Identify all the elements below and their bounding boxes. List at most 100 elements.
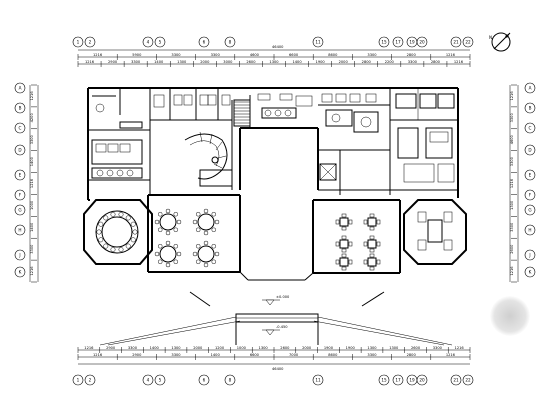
dim-label: 2600 bbox=[246, 60, 256, 64]
axis-bubble bbox=[524, 189, 536, 201]
dim-label: 1300 bbox=[259, 346, 269, 350]
dim-label: 3300 bbox=[367, 53, 377, 57]
axis-label: J bbox=[18, 253, 20, 258]
square-table bbox=[339, 257, 349, 267]
axis-label: F bbox=[529, 193, 532, 198]
entrance-area: ±0.000 -0.450 bbox=[99, 291, 453, 346]
dim-label: 2600 bbox=[411, 346, 421, 350]
right-octagon-room bbox=[403, 199, 467, 265]
dim-label: 1300 bbox=[367, 346, 377, 350]
axis-label: 8 bbox=[229, 378, 232, 383]
dim-label: 6600 bbox=[289, 53, 299, 57]
dim-label: 3000 bbox=[223, 60, 233, 64]
axis-label: A bbox=[19, 86, 22, 91]
axis-bubble bbox=[72, 374, 84, 386]
axis-label: 19 bbox=[409, 40, 415, 45]
axis-bubble bbox=[154, 36, 166, 48]
axis-bubble bbox=[524, 204, 536, 216]
axis-bubble bbox=[154, 374, 166, 386]
axis-label: 17 bbox=[395, 40, 401, 45]
axis-bubble bbox=[462, 374, 474, 386]
dim-label: 1216 bbox=[446, 353, 456, 357]
axis-bubble bbox=[524, 102, 536, 114]
square-table bbox=[367, 257, 377, 267]
axis-bubble bbox=[312, 36, 324, 48]
dim-label: 2800 bbox=[431, 60, 441, 64]
axis-label: K bbox=[529, 270, 532, 275]
dim-label: 2600 bbox=[280, 346, 290, 350]
axis-bubble bbox=[142, 36, 154, 48]
square-table bbox=[367, 217, 377, 227]
cafe-tables bbox=[335, 213, 381, 271]
axis-label: 11 bbox=[315, 40, 321, 45]
dim-label: 1000 bbox=[30, 200, 34, 210]
watermark-logo bbox=[490, 296, 530, 336]
round-table bbox=[197, 213, 215, 231]
axis-label: B bbox=[19, 106, 22, 111]
dim-label: 3300 bbox=[211, 53, 221, 57]
dim-label: 3300 bbox=[30, 134, 34, 144]
axis-label: 17 bbox=[395, 378, 401, 383]
dim-label: 5900 bbox=[132, 53, 142, 57]
dim-label: 1400 bbox=[150, 346, 160, 350]
dim-label: 2000 bbox=[339, 60, 349, 64]
axis-label: 21 bbox=[453, 378, 459, 383]
dim-label: 1900 bbox=[316, 60, 326, 64]
axis-label: K bbox=[19, 270, 22, 275]
dim-label: 1216 bbox=[510, 178, 514, 188]
dim-label: 1216 bbox=[30, 91, 34, 101]
dim-label: 1216 bbox=[510, 266, 514, 276]
axis-bubble bbox=[378, 374, 390, 386]
dim-label: 1400 bbox=[30, 156, 34, 166]
dim-label: 3300 bbox=[171, 353, 181, 357]
axis-bubble bbox=[14, 204, 26, 216]
axis-bubble bbox=[14, 266, 26, 278]
axis-label: 2 bbox=[89, 40, 92, 45]
axis-label: H bbox=[528, 228, 531, 233]
axis-bubble bbox=[224, 374, 236, 386]
square-table bbox=[339, 217, 349, 227]
dining-tables bbox=[154, 208, 220, 268]
axis-bubble bbox=[450, 374, 462, 386]
axis-label: C bbox=[529, 126, 532, 131]
dim-label: 3300 bbox=[510, 222, 514, 232]
axis-label: E bbox=[529, 173, 532, 178]
axis-bubble bbox=[224, 36, 236, 48]
bottom-overall-dim: 46400 bbox=[272, 367, 284, 371]
square-table bbox=[339, 239, 349, 249]
axis-bubble bbox=[198, 374, 210, 386]
axis-label: 2 bbox=[89, 378, 92, 383]
dim-label: 1000 bbox=[237, 346, 247, 350]
axis-bubble bbox=[378, 36, 390, 48]
axis-bubble bbox=[524, 224, 536, 236]
axis-bubble bbox=[462, 36, 474, 48]
dim-label: 1300 bbox=[171, 346, 181, 350]
axis-label: 5 bbox=[159, 40, 162, 45]
axis-bubble bbox=[524, 266, 536, 278]
dim-label: 1300 bbox=[389, 346, 399, 350]
dim-label: 2200 bbox=[385, 60, 395, 64]
dim-label: 2000 bbox=[302, 346, 312, 350]
top-overall-dim: 46400 bbox=[272, 45, 284, 49]
level-mark-2: -0.450 bbox=[276, 325, 288, 329]
dim-label: 1300 bbox=[177, 60, 187, 64]
axis-label: 21 bbox=[453, 40, 459, 45]
lobby-furniture bbox=[257, 93, 313, 119]
axis-bubble bbox=[14, 144, 26, 156]
dim-label: 2900 bbox=[132, 353, 142, 357]
dim-label: 4600 bbox=[510, 134, 514, 144]
dim-label: 3300 bbox=[128, 346, 138, 350]
axis-label: 11 bbox=[315, 378, 321, 383]
dim-label: 1200 bbox=[215, 346, 225, 350]
left-octagon-room bbox=[83, 199, 153, 265]
north-arrow: N bbox=[489, 32, 511, 52]
dim-label: 1216 bbox=[455, 346, 465, 350]
dim-label: 1216 bbox=[93, 53, 103, 57]
